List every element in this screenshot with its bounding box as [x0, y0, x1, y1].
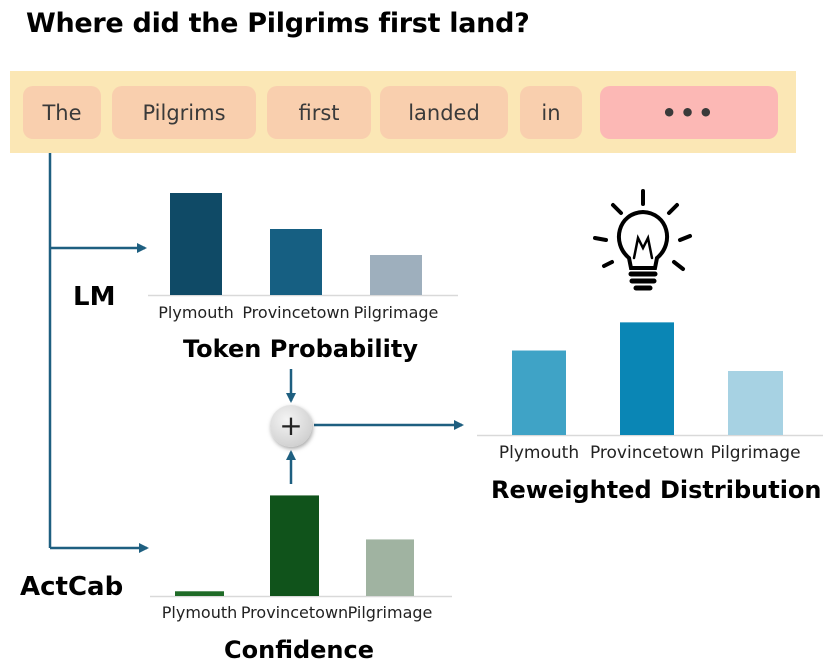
- token-in: in: [520, 86, 582, 139]
- token-probability-tick-label: Provincetown: [242, 303, 349, 322]
- token-sequence: The Pilgrims first landed in •••: [10, 71, 796, 153]
- token-probability-bar-pilgrimage: [370, 255, 422, 295]
- token-probability-tick-label: Plymouth: [158, 303, 234, 322]
- reweighted-bar-provincetown: [620, 322, 674, 435]
- combine-plus-icon: +: [270, 405, 312, 447]
- confidence-bar-pilgrimage: [366, 539, 414, 596]
- token-pilgrims: Pilgrims: [112, 86, 256, 139]
- confidence-tick-label: Plymouth: [162, 603, 238, 622]
- token-first: first: [267, 86, 371, 139]
- reweighted-bar-plymouth: [512, 350, 566, 435]
- token-landed: landed: [380, 86, 508, 139]
- confidence-tick-label: Provincetown: [241, 603, 348, 622]
- reweighted-tick-label: Plymouth: [499, 443, 579, 463]
- question-title: Where did the Pilgrims first land?: [26, 8, 530, 39]
- token-ellipsis: •••: [600, 86, 778, 139]
- token-probability-chart: Plymouth Provincetown Pilgrimage: [148, 193, 458, 322]
- actcab-label: ActCab: [20, 572, 124, 602]
- token-probability-bar-plymouth: [170, 193, 222, 295]
- lm-label: LM: [73, 282, 116, 312]
- reweighted-distribution-chart: Plymouth Provincetown Pilgrimage: [477, 322, 823, 463]
- confidence-bar-provincetown: [270, 495, 319, 596]
- token-probability-bar-provincetown: [270, 229, 322, 295]
- plus-icon: +: [279, 409, 303, 442]
- token-the: The: [23, 86, 101, 139]
- confidence-bar-plymouth: [175, 591, 224, 596]
- reweighted-tick-label: Provincetown: [590, 443, 704, 463]
- token-probability-caption: Token Probability: [183, 335, 418, 363]
- reweighted-tick-label: Pilgrimage: [710, 443, 800, 463]
- token-probability-tick-label: Pilgrimage: [354, 303, 439, 322]
- lightbulb-icon: [593, 189, 692, 291]
- confidence-caption: Confidence: [224, 636, 375, 664]
- reweighted-caption: Reweighted Distribution: [491, 476, 822, 504]
- flow-arrows: [48, 153, 464, 553]
- confidence-tick-label: Pilgrimage: [348, 603, 433, 622]
- reweighted-bar-pilgrimage: [728, 371, 783, 435]
